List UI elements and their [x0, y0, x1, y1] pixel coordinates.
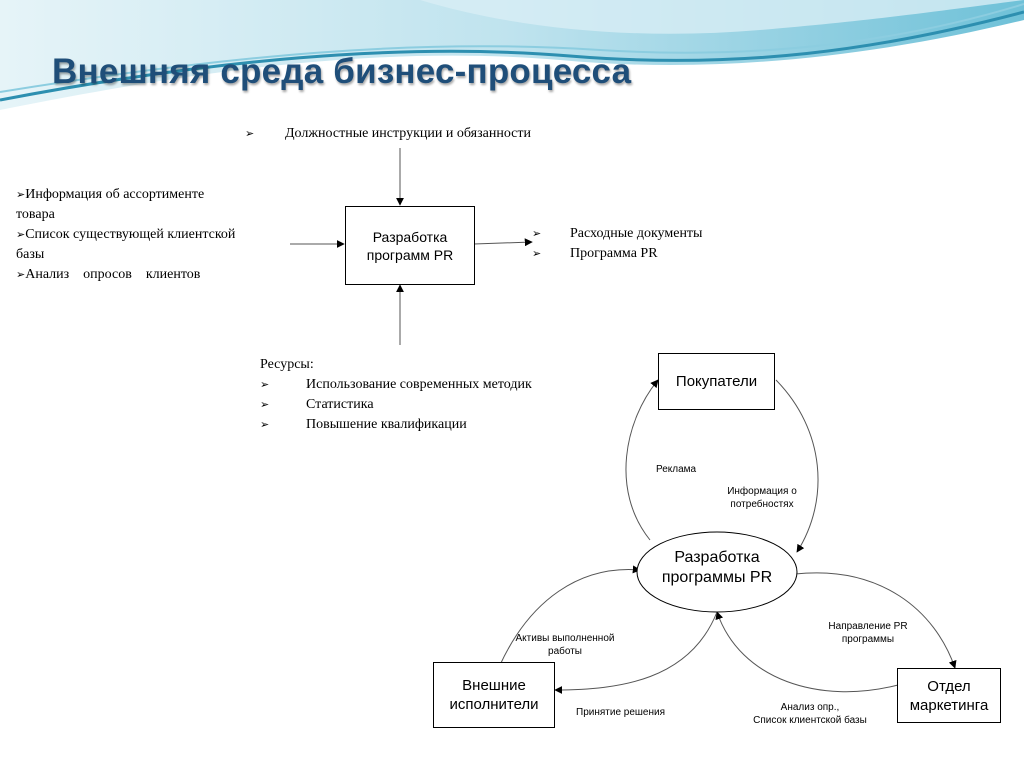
direction-label: Направление PR программы — [828, 621, 908, 645]
arrowhead-bullet-icon: ➢ — [16, 269, 26, 281]
arrowhead-bullet-icon: ➢ — [16, 229, 26, 241]
buyers-box: Покупатели — [658, 353, 775, 410]
arrowhead-bullet-icon: ➢ — [16, 189, 26, 201]
assets-label: Активы выполненной работы — [515, 633, 615, 657]
page-title: Внешняя среда бизнес-процесса — [52, 52, 632, 91]
arrowhead-bullet-icon: ➢ — [532, 248, 542, 260]
marketing-box: Отдел маркетинга — [897, 668, 1001, 723]
arrowhead-bullet-icon: ➢ — [260, 419, 270, 431]
resources-list: Ресурсы: ➢Использование современных мето… — [260, 355, 532, 435]
arrowhead-bullet-icon: ➢ — [245, 128, 255, 140]
decision-label: Принятие решения — [576, 707, 666, 718]
center-node-label: Разработка программы PR — [661, 549, 773, 586]
advertising-label: Реклама — [656, 464, 697, 475]
output-list: ➢Расходные документы ➢Программа PR — [532, 224, 702, 264]
arrowhead-bullet-icon: ➢ — [260, 399, 270, 411]
needs-label: Информация о потребностях — [727, 486, 797, 510]
arrowhead-bullet-icon: ➢ — [532, 228, 542, 240]
control-label: ➢Должностные инструкции и обязанности — [245, 124, 531, 144]
arrowhead-bullet-icon: ➢ — [260, 379, 270, 391]
contractors-box: Внешние исполнители — [433, 662, 555, 728]
analysis-label: Анализ опр., Список клиентской базы — [753, 702, 867, 726]
resources-header: Ресурсы: — [260, 357, 314, 372]
input-list: ➢Информация об ассортименте товара ➢Спис… — [16, 187, 236, 282]
process-box: Разработка программ PR — [345, 206, 475, 285]
